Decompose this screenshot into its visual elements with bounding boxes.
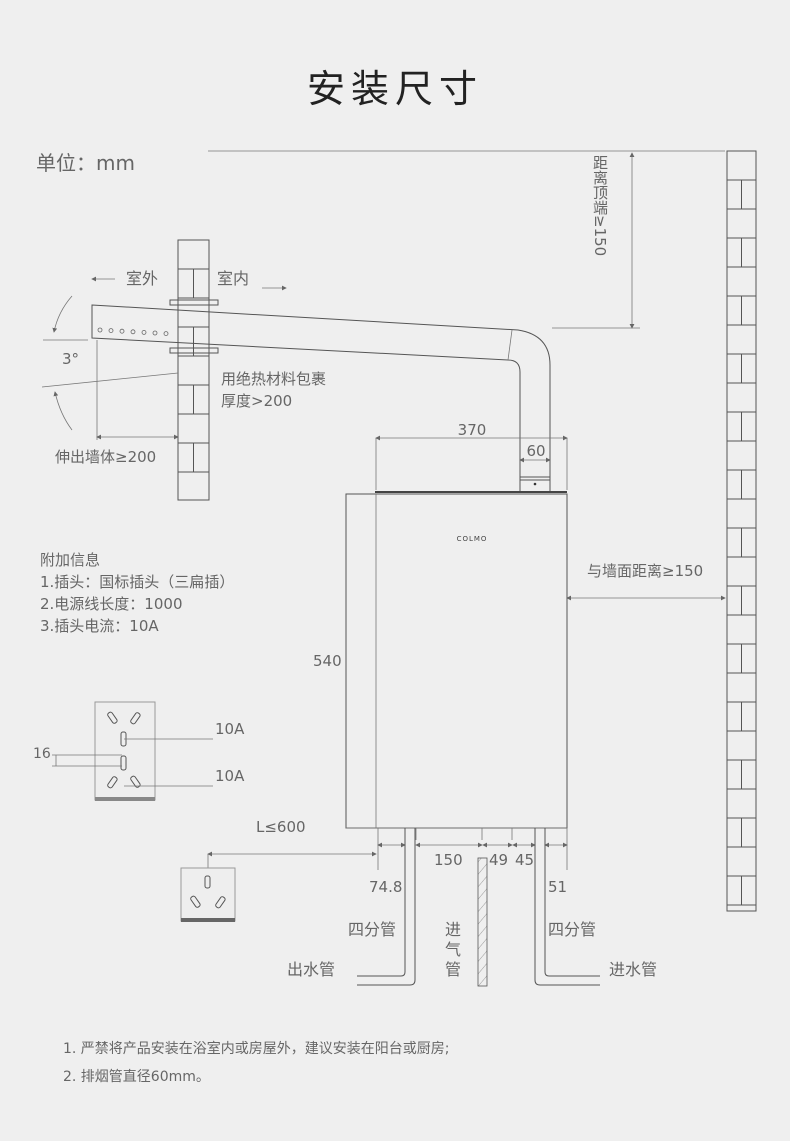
dim-150: 150 <box>434 851 463 869</box>
insulation-label-2: 厚度>200 <box>221 392 292 410</box>
socket-plug-icon <box>180 867 236 922</box>
unit-label: 单位：mm <box>36 151 135 175</box>
flue-diameter-dimension: 60 <box>526 442 545 460</box>
extend-label: 伸出墙体≥200 <box>55 448 156 466</box>
indoor-label: 室内 <box>217 269 249 288</box>
outlet-water-pipe <box>357 828 406 977</box>
right-wall <box>726 150 757 912</box>
top-clearance-label: 距离顶端≥150 <box>591 155 609 256</box>
cord-length-label: L≤600 <box>256 818 306 836</box>
right-pipe-size: 四分管 <box>548 920 596 939</box>
gas-pipe-label: 管 <box>445 960 461 979</box>
dim-51: 51 <box>548 878 567 896</box>
left-wall <box>177 239 210 501</box>
angle-label: 3° <box>62 350 79 368</box>
insulation-label-1: 用绝热材料包裹 <box>221 370 326 388</box>
socket-front-icon <box>94 701 156 801</box>
left-pipe-name: 出水管 <box>287 960 335 979</box>
current-label-top: 10A <box>215 720 245 738</box>
pin-gap-dimension: 16 <box>33 746 51 762</box>
water-heater-body <box>345 493 568 829</box>
info-line: 1.插头：国标插头（三扁插） <box>40 573 234 591</box>
right-pipe-name: 进水管 <box>609 960 657 979</box>
current-label-bottom: 10A <box>215 767 245 785</box>
wall-clearance-label: 与墙面距离≥150 <box>587 562 703 580</box>
info-heading: 附加信息 <box>40 551 100 569</box>
gas-pipe-label: 进 <box>445 920 461 939</box>
info-line: 3.插头电流：10A <box>40 617 159 635</box>
page-title: 安装尺寸 <box>307 67 483 111</box>
left-pipe-size: 四分管 <box>348 920 396 939</box>
dim-45: 45 <box>515 851 534 869</box>
note: 2. 排烟管直径60mm。 <box>63 1068 210 1085</box>
gas-pipe-label: 气 <box>445 940 461 959</box>
height-dimension: 540 <box>313 652 342 670</box>
gas-inlet-pipe <box>477 857 488 987</box>
width-dimension: 370 <box>458 421 487 439</box>
info-line: 2.电源线长度：1000 <box>40 595 183 613</box>
flue-pipe <box>91 304 551 481</box>
dim-74-8: 74.8 <box>369 878 402 896</box>
flue-vent-holes <box>97 327 169 337</box>
brand-logo: COLMO <box>457 535 488 543</box>
inlet-water-pipe <box>544 828 600 977</box>
note: 1. 严禁将产品安装在浴室内或房屋外，建议安装在阳台或厨房; <box>63 1040 450 1057</box>
dim-49: 49 <box>489 851 508 869</box>
outdoor-label: 室外 <box>126 269 158 288</box>
